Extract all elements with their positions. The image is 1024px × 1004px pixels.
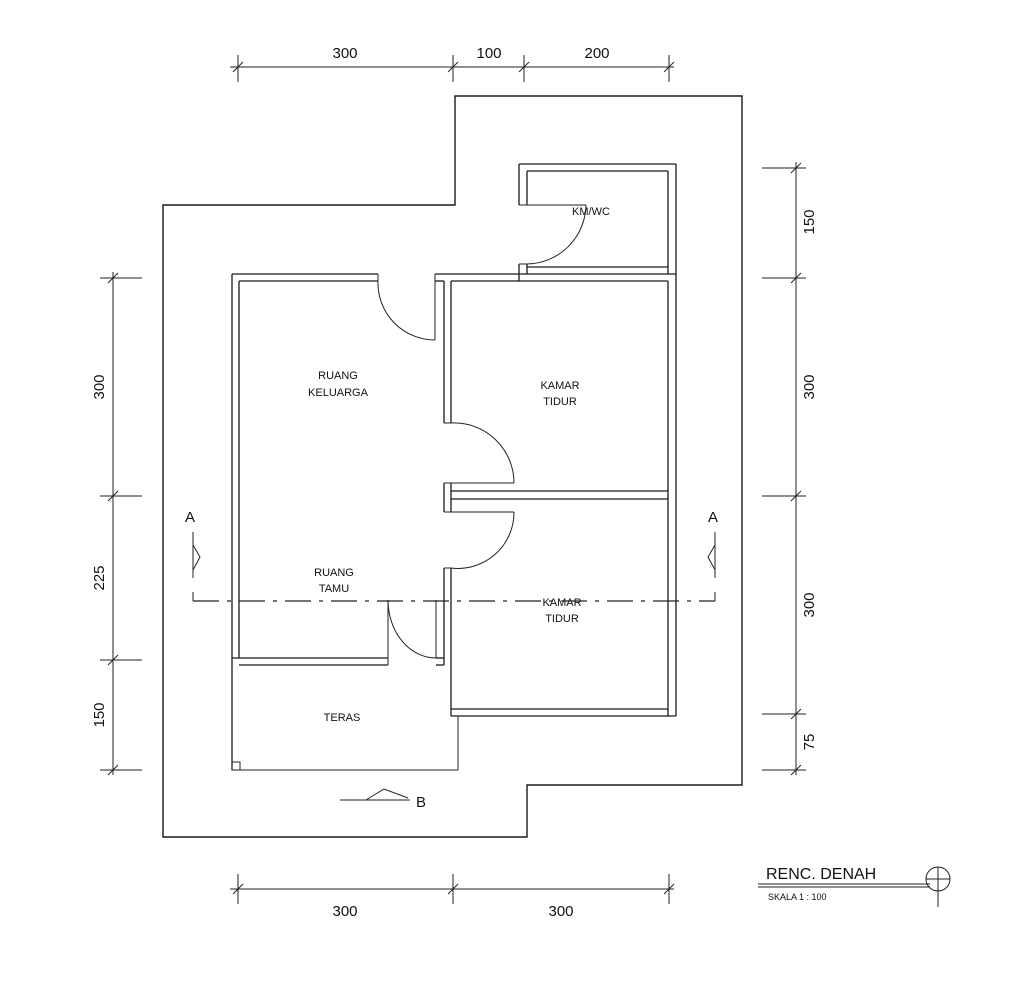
dimension-right-3: 300 — [801, 592, 818, 617]
dimension-left: 300 225 150 — [91, 272, 142, 776]
dimension-left-2: 225 — [91, 565, 108, 590]
svg-text:B: B — [416, 794, 426, 811]
room-label-ruang-keluarga-line2: KELUARGA — [308, 387, 369, 399]
dimension-top: 300 100 200 — [230, 45, 675, 82]
dimension-left-1: 300 — [91, 374, 108, 399]
section-marker-a-left: A — [185, 509, 201, 601]
svg-text:A: A — [708, 509, 718, 526]
dimension-top-2: 100 — [476, 45, 501, 62]
door-swing — [450, 511, 515, 569]
door-swing — [450, 422, 515, 484]
teras-outline — [231, 716, 459, 771]
section-marker-a-right: A — [707, 509, 718, 601]
dimension-right: 150 300 300 75 — [762, 162, 818, 776]
dimension-right-1: 150 — [801, 209, 818, 234]
dimension-right-4: 75 — [801, 734, 818, 751]
dimension-right-2: 300 — [801, 374, 818, 399]
room-label-kmwc: KM/WC — [572, 206, 610, 218]
dimension-bottom: 300 300 — [230, 874, 675, 920]
room-label-kamar-tidur-1-line2: TIDUR — [543, 396, 577, 408]
dimension-left-3: 150 — [91, 702, 108, 727]
room-label-ruang-tamu: RUANG — [314, 567, 354, 579]
dimension-bottom-1: 300 — [332, 903, 357, 920]
svg-text:A: A — [185, 509, 195, 526]
drawing-title: RENC. DENAH — [766, 866, 876, 883]
dimension-top-1: 300 — [332, 45, 357, 62]
room-label-kamar-tidur-2-line2: TIDUR — [545, 613, 579, 625]
site-outline — [162, 95, 743, 838]
kmwc-walls — [518, 163, 677, 281]
room-label-ruang-tamu-line2: TAMU — [319, 583, 349, 595]
door-swing — [377, 280, 436, 341]
room-label-kamar-tidur-1: KAMAR — [540, 380, 579, 392]
dimension-top-3: 200 — [584, 45, 609, 62]
room-label-teras: TERAS — [324, 712, 361, 724]
door-swing — [526, 204, 587, 265]
title-block: RENC. DENAH SKALA 1 : 100 — [758, 866, 951, 907]
dimension-bottom-2: 300 — [548, 903, 573, 920]
room-label-ruang-keluarga: RUANG — [318, 370, 358, 382]
room-label-kamar-tidur-2: KAMAR — [542, 597, 581, 609]
doors — [377, 204, 587, 659]
door-swing — [387, 599, 437, 659]
main-walls — [231, 273, 677, 770]
section-marker-b: B — [340, 788, 426, 811]
drawing-scale: SKALA 1 : 100 — [768, 892, 827, 902]
